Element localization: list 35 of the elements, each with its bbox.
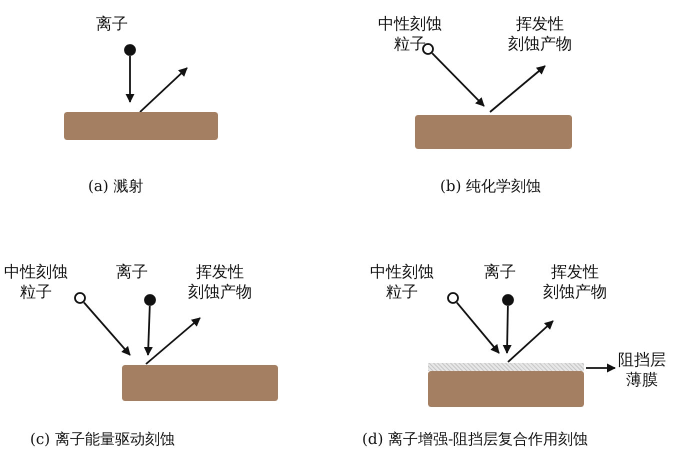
ion-dot bbox=[124, 44, 136, 56]
panel-caption: (c) 离子能量驱动刻蚀 bbox=[30, 430, 175, 449]
substrate-block bbox=[122, 365, 278, 401]
arrow bbox=[502, 306, 512, 354]
substrate-block bbox=[415, 115, 572, 149]
arrow bbox=[489, 65, 546, 113]
panel-caption: (d) 离子增强-阻挡层复合作用刻蚀 bbox=[362, 430, 588, 449]
substrate-block bbox=[64, 112, 218, 140]
arrow bbox=[507, 320, 554, 363]
arrow bbox=[126, 56, 134, 103]
particle-label: 离子 bbox=[96, 14, 128, 34]
arrow bbox=[145, 317, 201, 365]
particle-label: 中性刻蚀粒子 bbox=[378, 14, 442, 54]
substrate-block bbox=[428, 371, 584, 407]
particle-label: 中性刻蚀粒子 bbox=[4, 262, 68, 302]
text-label: 挥发性刻蚀产物 bbox=[543, 262, 607, 302]
arrow bbox=[144, 306, 153, 356]
arrow bbox=[586, 364, 616, 372]
particle-label: 离子 bbox=[484, 262, 516, 282]
text-label: 挥发性刻蚀产物 bbox=[508, 14, 572, 54]
neutral-particle-circle bbox=[447, 292, 459, 304]
text-label: 挥发性刻蚀产物 bbox=[188, 262, 252, 302]
panel-caption: (b) 纯化学刻蚀 bbox=[440, 177, 542, 196]
ion-dot bbox=[144, 294, 156, 306]
particle-label: 中性刻蚀粒子 bbox=[370, 262, 434, 302]
arrow bbox=[139, 67, 188, 113]
ion-dot bbox=[502, 294, 514, 306]
particle-label: 离子 bbox=[116, 262, 148, 282]
text-label: 阻挡层薄膜 bbox=[618, 350, 666, 390]
arrow bbox=[432, 52, 485, 107]
arrow bbox=[456, 302, 500, 354]
arrow bbox=[83, 302, 131, 356]
neutral-particle-circle bbox=[74, 292, 86, 304]
panel-caption: (a) 溅射 bbox=[88, 177, 144, 196]
barrier-layer bbox=[428, 363, 584, 371]
